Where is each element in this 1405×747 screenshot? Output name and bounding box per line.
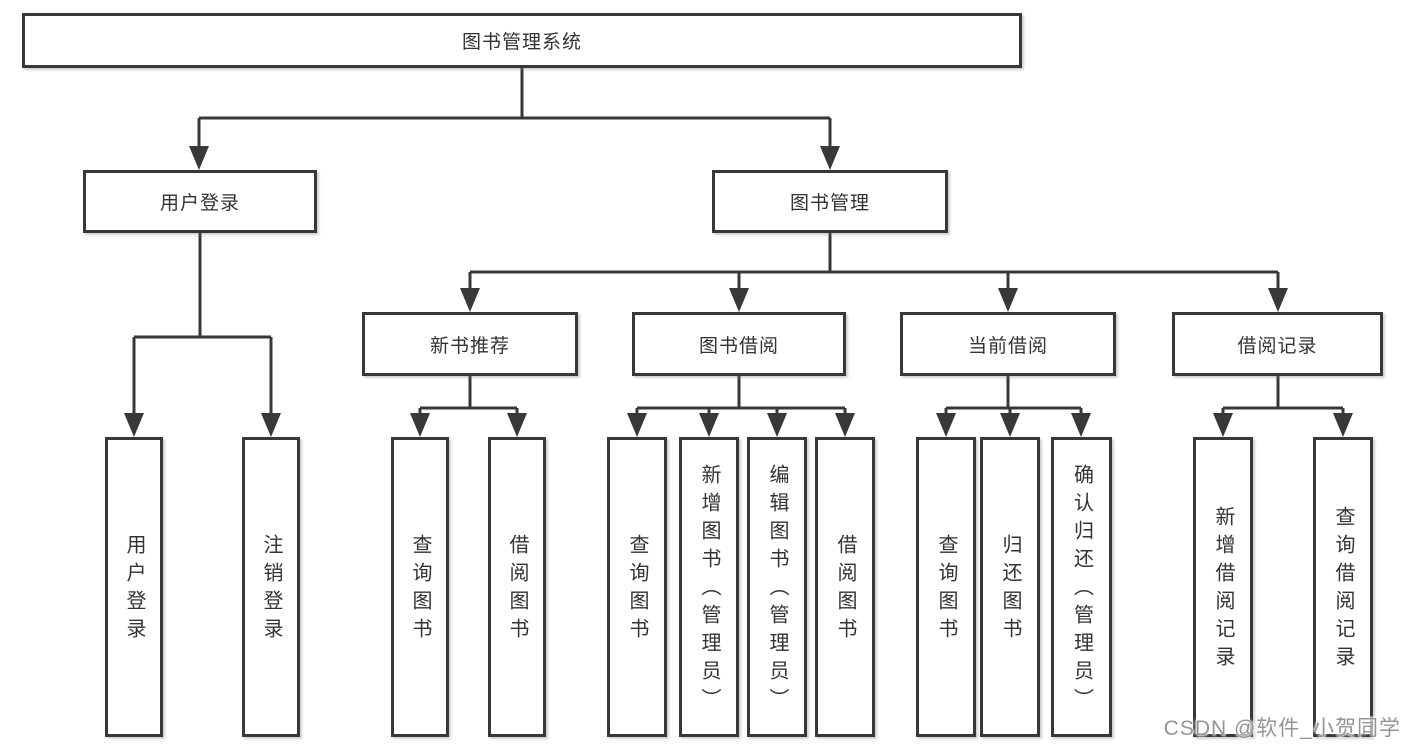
arrowhead-icon bbox=[410, 413, 430, 437]
arrowhead-icon bbox=[627, 413, 647, 437]
arrowhead-icon bbox=[1268, 288, 1288, 312]
leaf-add-borrow-record: 新增借阅记录 bbox=[1193, 437, 1253, 737]
arrowhead-icon bbox=[699, 413, 719, 437]
leaf-query-borrow-record: 查询借阅记录 bbox=[1313, 437, 1373, 737]
leaf-edit-books-admin: 编辑图书（管理员） bbox=[747, 437, 807, 737]
arrowhead-icon bbox=[820, 146, 840, 170]
arrowhead-icon bbox=[998, 288, 1018, 312]
node-user-login: 用户登录 bbox=[83, 170, 317, 233]
arrowhead-icon bbox=[124, 413, 144, 437]
arrowhead-icon bbox=[1213, 413, 1233, 437]
connector-mgmt-level3 bbox=[468, 233, 1280, 292]
arrowhead-icon bbox=[1333, 413, 1353, 437]
node-current-borrowing: 当前借阅 bbox=[900, 312, 1116, 376]
connector-record-subtree bbox=[1221, 376, 1345, 419]
arrowhead-icon bbox=[189, 146, 209, 170]
leaf-add-books-admin: 新增图书（管理员） bbox=[679, 437, 739, 737]
node-book-borrowing: 图书借阅 bbox=[632, 312, 846, 376]
node-book-management: 图书管理 bbox=[712, 170, 948, 233]
arrowhead-icon bbox=[1071, 413, 1091, 437]
leaf-query-books-current: 查询图书 bbox=[916, 437, 976, 737]
leaf-borrow-books-recommend: 借阅图书 bbox=[488, 437, 546, 737]
leaf-logout: 注销登录 bbox=[242, 437, 300, 737]
arrowhead-icon bbox=[729, 288, 749, 312]
node-new-book-recommend: 新书推荐 bbox=[362, 312, 578, 376]
arrowhead-icon bbox=[767, 413, 787, 437]
connector-login-subtree bbox=[132, 233, 273, 419]
connector-borrow-subtree bbox=[635, 376, 847, 419]
arrowhead-icon bbox=[460, 288, 480, 312]
arrowhead-icon bbox=[936, 413, 956, 437]
arrowhead-icon bbox=[507, 413, 527, 437]
leaf-user-login: 用户登录 bbox=[105, 437, 163, 737]
leaf-return-books: 归还图书 bbox=[980, 437, 1040, 737]
arrowhead-icon bbox=[835, 413, 855, 437]
connector-current-subtree bbox=[944, 376, 1083, 419]
connector-newbook-subtree bbox=[418, 376, 519, 419]
arrowhead-icon bbox=[1000, 413, 1020, 437]
csdn-watermark: CSDN @软件_小贺同学 bbox=[1163, 717, 1401, 740]
leaf-query-books-recommend: 查询图书 bbox=[391, 437, 449, 737]
connector-root-level2 bbox=[197, 68, 832, 150]
leaf-query-books-borrow: 查询图书 bbox=[607, 437, 667, 737]
arrowhead-icon bbox=[261, 413, 281, 437]
node-borrowing-records: 借阅记录 bbox=[1172, 312, 1383, 376]
leaf-borrow-books: 借阅图书 bbox=[815, 437, 875, 737]
leaf-confirm-return-admin: 确认归还（管理员） bbox=[1051, 437, 1112, 737]
node-root-system: 图书管理系统 bbox=[22, 13, 1022, 68]
